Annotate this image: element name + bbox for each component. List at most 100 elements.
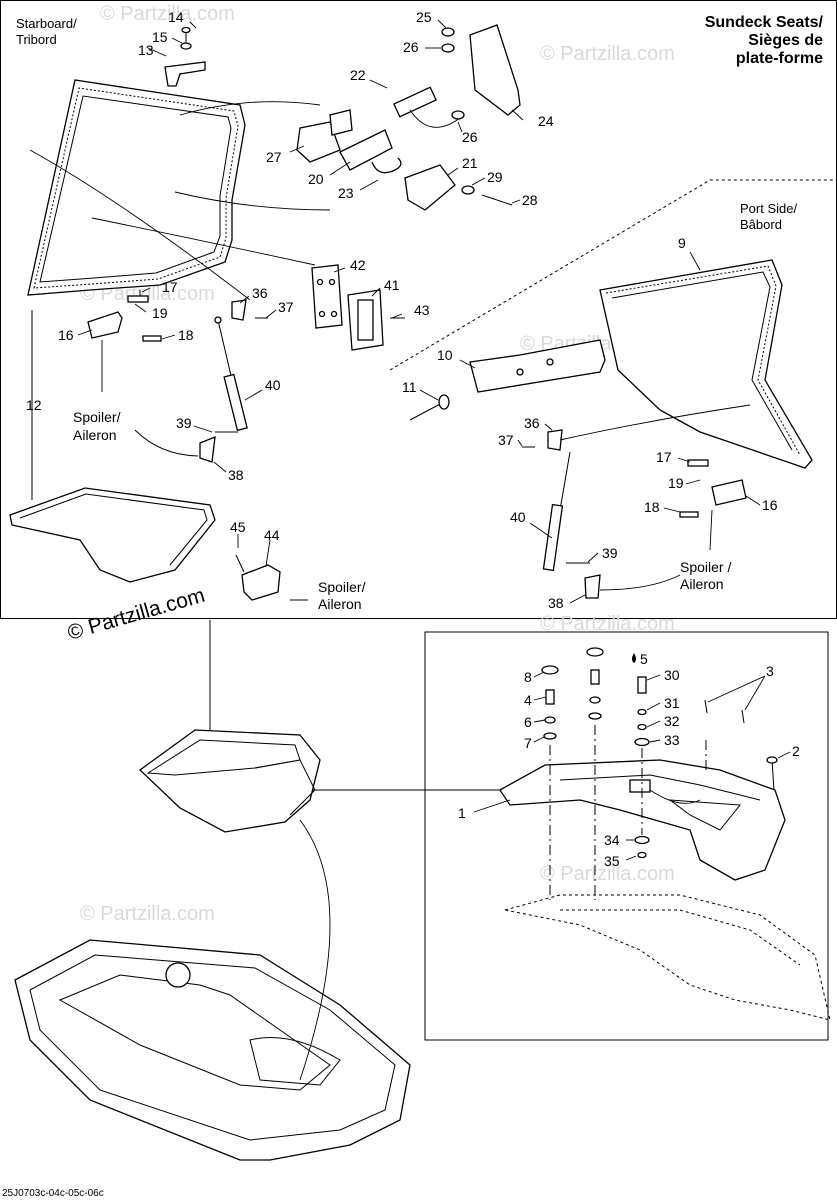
- fastener-stack-left: [541, 665, 559, 900]
- label-30: 30: [664, 667, 680, 683]
- label-39b: 39: [602, 545, 618, 561]
- copyright-text: © Partzilla.com: [65, 584, 207, 645]
- spoiler-label-left-top-2: Aileron: [73, 427, 117, 443]
- leader-boat: [299, 819, 331, 1081]
- pivot-38-39-right: [566, 562, 601, 599]
- port-section-divider: [389, 179, 837, 371]
- washer-25: [441, 27, 455, 37]
- drop-icon: [632, 653, 636, 663]
- platform-1: [499, 759, 786, 881]
- label-26b: 26: [462, 129, 478, 145]
- plate-42: [311, 264, 343, 329]
- fastener-stack-right: [634, 676, 650, 859]
- diagram-code: 25J0703c-04c-05c-06c: [2, 1188, 104, 1199]
- spoiler-label-right-1: Spoiler /: [680, 559, 731, 575]
- label-31: 31: [664, 695, 680, 711]
- install-arrows: [29, 101, 751, 804]
- label-1: 1: [458, 805, 466, 821]
- label-25: 25: [416, 9, 432, 25]
- port-label-1: Port Side/: [740, 201, 797, 216]
- part-labels: 14 15 13 25 26 22 26 24 27 20 23 21 29 2…: [26, 9, 800, 869]
- label-37a: 37: [278, 299, 294, 315]
- label-33: 33: [664, 732, 680, 748]
- label-38b: 38: [548, 595, 564, 611]
- watermark-7: © Partzilla.com: [80, 903, 215, 925]
- page-title: Sundeck Seats/ Sièges de plate-forme: [705, 14, 823, 68]
- strap-24: [469, 24, 521, 116]
- washer-29: [461, 185, 475, 195]
- label-24: 24: [538, 113, 554, 129]
- section-labels: Starboard/ Tribord Port Side/ Bâbord Spo…: [16, 16, 797, 612]
- latch-27: [296, 121, 341, 163]
- bracket-36-left: [231, 299, 268, 321]
- label-27: 27: [266, 149, 282, 165]
- label-6: 6: [524, 714, 532, 730]
- port-label-2: Bâbord: [740, 217, 782, 232]
- starboard-label-2: Tribord: [16, 32, 57, 47]
- label-8: 8: [524, 669, 532, 685]
- label-44: 44: [264, 527, 280, 543]
- label-43: 43: [414, 302, 430, 318]
- title-line-2: Sièges de: [748, 32, 823, 49]
- label-19b: 19: [668, 475, 684, 491]
- label-19a: 19: [152, 305, 168, 321]
- label-12: 12: [26, 397, 42, 413]
- label-21: 21: [462, 155, 478, 171]
- label-15: 15: [152, 29, 168, 45]
- starboard-seat-cushion: [27, 79, 246, 296]
- rail-10: [469, 339, 606, 393]
- label-45: 45: [230, 519, 246, 535]
- label-4: 4: [524, 692, 532, 708]
- label-39a: 39: [176, 415, 192, 431]
- seat-cushion-12: [9, 487, 216, 583]
- label-34: 34: [604, 832, 620, 848]
- spoiler-label-left-bottom-1: Spoiler/: [318, 579, 366, 595]
- label-2: 2: [792, 743, 800, 759]
- label-22: 22: [350, 67, 366, 83]
- handle-22: [393, 86, 437, 118]
- label-42: 42: [350, 257, 366, 273]
- washer-26a: [441, 43, 455, 53]
- port-seat-cushion: [599, 259, 813, 469]
- gas-spring-40-left: [214, 316, 248, 432]
- fastener-stack-mid: [586, 647, 604, 900]
- label-36a: 36: [252, 285, 268, 301]
- label-38a: 38: [228, 467, 244, 483]
- gas-spring-40-right: [542, 451, 571, 572]
- leader-lines: [77, 19, 791, 861]
- label-23: 23: [338, 185, 354, 201]
- starboard-label-1: Starboard/: [16, 16, 77, 31]
- label-26a: 26: [403, 39, 419, 55]
- label-16b: 16: [762, 497, 778, 513]
- boat-hull: [14, 939, 411, 1161]
- bracket-13: [164, 26, 206, 87]
- rivet-11: [409, 394, 450, 421]
- hinge-16-left: [87, 290, 162, 342]
- label-3: 3: [766, 663, 774, 679]
- label-17b: 17: [656, 449, 672, 465]
- label-29: 29: [487, 169, 503, 185]
- watermark-6: © Partzilla.com: [540, 863, 675, 885]
- steering-wheel: [165, 962, 191, 988]
- latch-assembly: [296, 24, 521, 211]
- hinge-16-right: [679, 459, 747, 518]
- label-11: 11: [402, 379, 417, 395]
- plate-41: [347, 289, 384, 351]
- label-35: 35: [604, 853, 620, 869]
- title-line-3: plate-forme: [735, 50, 823, 67]
- title-line-1: Sundeck Seats/: [704, 14, 823, 31]
- label-18b: 18: [644, 499, 660, 515]
- seat-cover: [504, 894, 831, 1021]
- watermark-5: © Partzilla.com: [540, 613, 675, 635]
- label-41: 41: [384, 277, 400, 293]
- spring-23: [371, 157, 402, 174]
- screws-3-2: [704, 699, 778, 791]
- label-40a: 40: [265, 377, 281, 393]
- label-7: 7: [524, 735, 532, 751]
- label-9: 9: [678, 235, 686, 251]
- spoiler-label-left-bottom-2: Aileron: [318, 596, 362, 612]
- label-14: 14: [168, 9, 184, 25]
- label-5: 5: [640, 651, 648, 667]
- label-20: 20: [308, 171, 324, 187]
